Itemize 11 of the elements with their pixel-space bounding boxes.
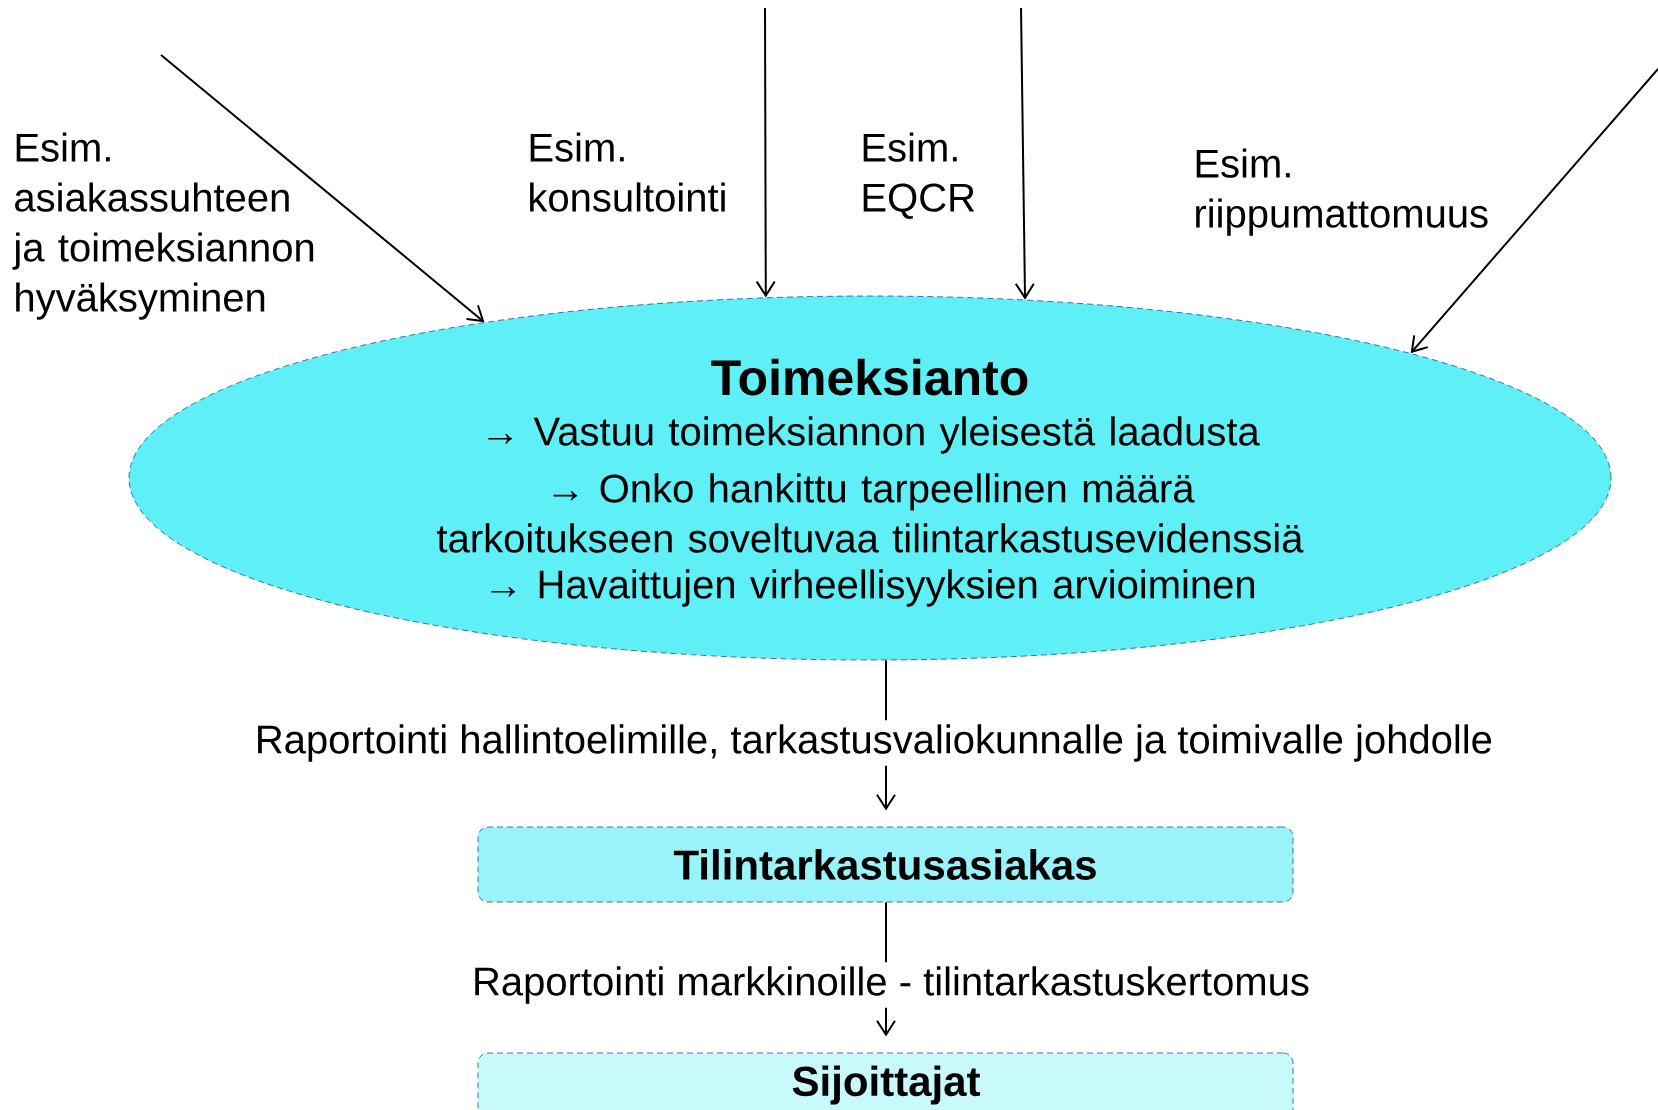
text-label: Esim. EQCR [863, 132, 975, 219]
arrow [755, 7, 776, 298]
arrow [1014, 7, 1035, 300]
text-label: Esim. konsultointi [530, 132, 725, 212]
process-box: Sijoittajat [477, 1052, 1294, 1110]
arrow [160, 54, 485, 323]
arrow [1410, 68, 1658, 354]
process-box: Tilintarkastusasiakas [477, 826, 1294, 903]
edge-label: Raportointi hallintoelimille, tarkastusvaliokunnalle ja toimivalle johdolle [258, 724, 1492, 762]
edge-label: Raportointi markkinoille - tilintarkastuskertomus [475, 966, 1309, 1004]
text-label: Esim. riippumattomuus [1196, 148, 1488, 236]
